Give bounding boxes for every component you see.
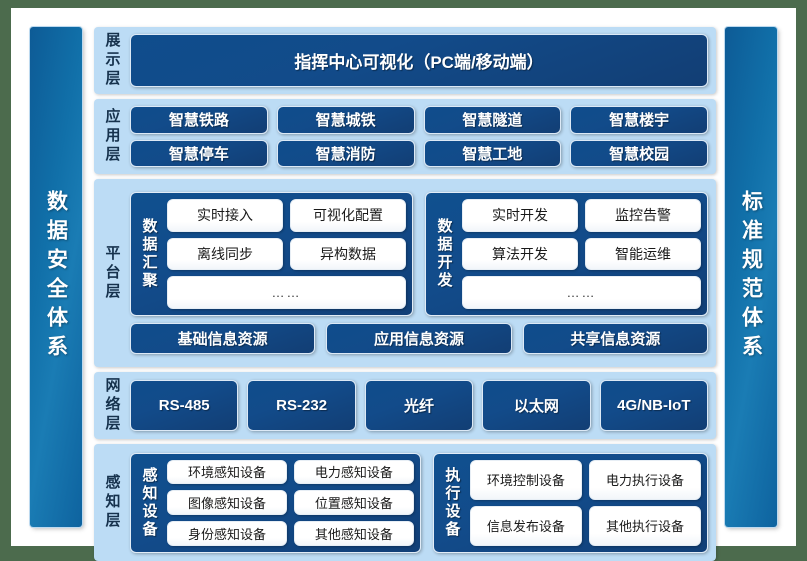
platform-resources: 基础信息资源 应用信息资源 共享信息资源	[130, 323, 708, 354]
panel-data-development: 数据开发 实时开发 监控告警 算法开发 智能运维	[425, 192, 708, 316]
standard-specification-system-pillar: 标准规范体系	[725, 27, 777, 527]
actuating-item-environment-control[interactable]: 环境控制设备	[469, 459, 582, 500]
network-item-rs485[interactable]: RS-485	[130, 380, 239, 431]
network-item-4g-nbiot[interactable]: 4G/NB-IoT	[599, 380, 709, 431]
panel-actuating-devices: 执行设备 环境控制设备 电力执行设备 信息发布设备 其他执行设备	[432, 452, 708, 553]
data-security-system-pillar: 数据安全体系	[30, 27, 82, 527]
layer-perception-label-text: 感知层	[103, 474, 121, 531]
actuating-item-information-release[interactable]: 信息发布设备	[469, 505, 582, 546]
panel-data-aggregation-title-text: 数据汇聚	[140, 218, 158, 290]
command-center-visualization-banner[interactable]: 指挥中心可视化（PC端/移动端）	[130, 34, 708, 87]
sensing-row-3: 身份感知设备 其他感知设备	[167, 520, 414, 546]
layer-network-body: RS-485 RS-232 光纤 以太网 4G/NB-IoT	[130, 372, 716, 439]
development-row-1: 实时开发 监控告警	[462, 199, 701, 232]
network-item-rs232[interactable]: RS-232	[247, 380, 356, 431]
layer-platform-label: 平台层	[94, 179, 130, 367]
development-row-3: ……	[462, 276, 701, 310]
panel-data-aggregation-title: 数据汇聚	[137, 199, 161, 309]
aggregation-item-visual-config[interactable]: 可视化配置	[290, 199, 406, 232]
layer-application-body: 智慧铁路 智慧城铁 智慧隧道 智慧楼宇 智慧停车 智慧消防 智慧工地 智慧校园	[130, 99, 716, 174]
aggregation-row-1: 实时接入 可视化配置	[167, 199, 406, 232]
layer-application-label-text: 应用层	[103, 108, 121, 165]
layer-stack: 展示层 指挥中心可视化（PC端/移动端） 应用层 智慧铁路 智慧城铁 智慧隧道 …	[94, 27, 716, 561]
diagram-canvas: 数据安全体系 标准规范体系 展示层 指挥中心可视化（PC端/移动端） 应用层 智…	[11, 8, 796, 561]
aggregation-item-offline-sync[interactable]: 离线同步	[167, 237, 283, 271]
development-item-algorithm-dev[interactable]: 算法开发	[462, 237, 578, 271]
app-item-smart-construction[interactable]: 智慧工地	[423, 139, 562, 167]
development-item-smart-ops[interactable]: 智能运维	[585, 237, 701, 271]
sensing-item-environment[interactable]: 环境感知设备	[167, 459, 287, 485]
app-item-smart-parking[interactable]: 智慧停车	[130, 139, 268, 167]
layer-network-label: 网络层	[94, 372, 130, 439]
panel-data-aggregation: 数据汇聚 实时接入 可视化配置 离线同步 异构数据	[130, 192, 413, 316]
layer-presentation-label: 展示层	[94, 27, 130, 94]
layer-presentation-label-text: 展示层	[103, 32, 121, 89]
panel-actuating-devices-title: 执行设备	[440, 460, 464, 546]
aggregation-row-3: ……	[167, 276, 406, 310]
sensing-item-other[interactable]: 其他感知设备	[293, 520, 414, 546]
app-item-smart-firefighting[interactable]: 智慧消防	[276, 139, 415, 167]
layer-platform-body: 数据汇聚 实时接入 可视化配置 离线同步 异构数据	[130, 179, 716, 367]
application-row-2: 智慧停车 智慧消防 智慧工地 智慧校园	[130, 139, 708, 167]
layer-perception: 感知层 感知设备 环境感知设备 电力感知设备	[94, 444, 716, 561]
actuating-item-power[interactable]: 电力执行设备	[588, 459, 702, 500]
layer-presentation: 展示层 指挥中心可视化（PC端/移动端）	[94, 27, 716, 94]
development-item-realtime-dev[interactable]: 实时开发	[462, 199, 578, 232]
actuating-item-other[interactable]: 其他执行设备	[588, 505, 702, 546]
sensing-row-1: 环境感知设备 电力感知设备	[167, 459, 414, 485]
sensing-item-identity[interactable]: 身份感知设备	[167, 520, 287, 546]
layer-network: 网络层 RS-485 RS-232 光纤 以太网 4G/NB-IoT	[94, 372, 716, 439]
app-item-smart-railway[interactable]: 智慧铁路	[130, 106, 268, 134]
network-item-fiber[interactable]: 光纤	[364, 380, 474, 431]
panel-sensing-devices-title: 感知设备	[137, 460, 161, 546]
sensing-item-location[interactable]: 位置感知设备	[293, 490, 414, 515]
app-item-smart-metro[interactable]: 智慧城铁	[276, 106, 415, 134]
app-item-smart-campus[interactable]: 智慧校园	[570, 139, 708, 167]
sensing-item-power[interactable]: 电力感知设备	[293, 459, 414, 485]
sensing-item-image[interactable]: 图像感知设备	[167, 490, 287, 515]
standard-specification-system-label: 标准规范体系	[739, 190, 763, 364]
layer-presentation-body: 指挥中心可视化（PC端/移动端）	[130, 27, 716, 94]
panel-sensing-devices-title-text: 感知设备	[140, 466, 158, 539]
network-items: RS-485 RS-232 光纤 以太网 4G/NB-IoT	[130, 380, 709, 431]
resource-application-information[interactable]: 应用信息资源	[326, 323, 512, 354]
perception-panels: 感知设备 环境感知设备 电力感知设备 图像感知设备 位置感知设备	[130, 452, 708, 553]
network-item-ethernet[interactable]: 以太网	[482, 380, 591, 431]
panel-data-aggregation-grid: 实时接入 可视化配置 离线同步 异构数据 ……	[167, 199, 406, 310]
actuating-row-2: 信息发布设备 其他执行设备	[469, 505, 702, 546]
layer-platform-label-text: 平台层	[103, 244, 121, 302]
sensing-row-2: 图像感知设备 位置感知设备	[167, 490, 414, 515]
aggregation-row-2: 离线同步 异构数据	[167, 237, 406, 271]
panel-actuating-devices-grid: 环境控制设备 电力执行设备 信息发布设备 其他执行设备	[469, 459, 702, 546]
aggregation-item-heterogeneous-data[interactable]: 异构数据	[290, 237, 406, 271]
data-security-system-label: 数据安全体系	[44, 190, 68, 364]
development-item-monitor-alarm[interactable]: 监控告警	[585, 199, 701, 232]
panel-data-development-title-text: 数据开发	[435, 218, 453, 290]
layer-platform: 平台层 数据汇聚 实时接入 可视化配置	[94, 179, 716, 367]
layer-network-label-text: 网络层	[103, 377, 121, 434]
resource-shared-information[interactable]: 共享信息资源	[522, 323, 708, 354]
platform-panels: 数据汇聚 实时接入 可视化配置 离线同步 异构数据	[130, 192, 708, 316]
panel-data-development-title: 数据开发	[432, 199, 456, 309]
application-row-1: 智慧铁路 智慧城铁 智慧隧道 智慧楼宇	[130, 106, 708, 134]
panel-data-development-grid: 实时开发 监控告警 算法开发 智能运维 ……	[462, 199, 701, 310]
layer-application: 应用层 智慧铁路 智慧城铁 智慧隧道 智慧楼宇 智慧停车 智慧消防 智慧工地 智…	[94, 99, 716, 174]
actuating-row-1: 环境控制设备 电力执行设备	[469, 459, 702, 500]
app-item-smart-building[interactable]: 智慧楼宇	[570, 106, 708, 134]
aggregation-item-ellipsis[interactable]: ……	[167, 276, 406, 310]
layer-application-label: 应用层	[94, 99, 130, 174]
layer-perception-body: 感知设备 环境感知设备 电力感知设备 图像感知设备 位置感知设备	[130, 444, 716, 561]
development-row-2: 算法开发 智能运维	[462, 237, 701, 271]
panel-sensing-devices-grid: 环境感知设备 电力感知设备 图像感知设备 位置感知设备 身份感知设备 其他感知设…	[167, 459, 414, 546]
panel-actuating-devices-title-text: 执行设备	[443, 466, 461, 539]
panel-sensing-devices: 感知设备 环境感知设备 电力感知设备 图像感知设备 位置感知设备	[130, 452, 421, 553]
development-item-ellipsis[interactable]: ……	[462, 276, 701, 310]
aggregation-item-realtime-ingest[interactable]: 实时接入	[167, 199, 283, 232]
resource-basic-information[interactable]: 基础信息资源	[130, 323, 316, 354]
layer-perception-label: 感知层	[94, 444, 130, 561]
app-item-smart-tunnel[interactable]: 智慧隧道	[423, 106, 562, 134]
